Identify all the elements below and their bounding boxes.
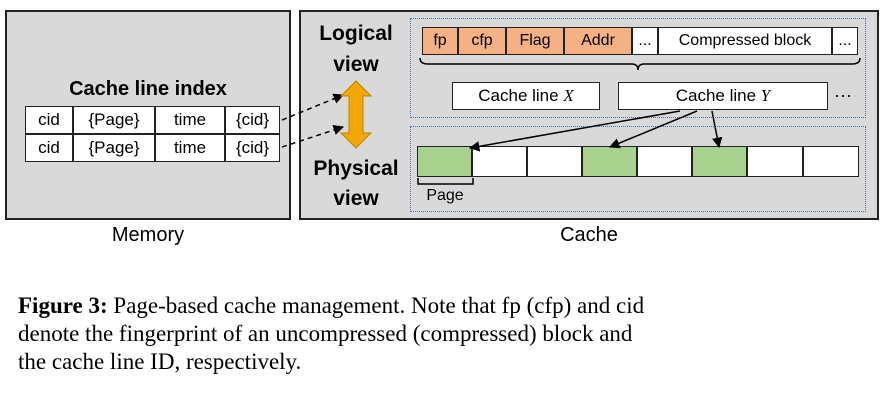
- compressed-block-field: Compressed block: [658, 27, 832, 55]
- fp-field: fp: [422, 27, 458, 55]
- cfp-field: cfp: [458, 27, 506, 55]
- page-cell: {Page}: [73, 106, 155, 134]
- caption-label: Figure 3:: [18, 293, 108, 318]
- addr-field: Addr: [564, 27, 632, 55]
- time-cell: time: [155, 106, 225, 134]
- flag-field: Flag: [506, 27, 564, 55]
- page-label: Page: [426, 187, 464, 204]
- cid-cell: cid: [25, 134, 73, 162]
- page-cell: {Page}: [73, 134, 155, 162]
- figure-caption: Figure 3: Page-based cache management. N…: [18, 292, 878, 376]
- page-bracket: [417, 178, 474, 185]
- cache-label: Cache: [560, 223, 618, 246]
- page-slot-filled: [417, 146, 472, 177]
- cache-line-x-box: Cache line X: [452, 82, 600, 110]
- cache-line-x-var: X: [563, 86, 574, 105]
- diagram-connectors: [281, 57, 861, 185]
- page-pointer-arrow: [468, 110, 681, 152]
- physical-view-line1: Physical: [313, 157, 399, 180]
- cid-set-cell: {cid}: [225, 106, 280, 134]
- caption-text-2: denote the fingerprint of an uncompresse…: [18, 321, 633, 346]
- dashed-arrow: [281, 124, 344, 148]
- cid-cell: cid: [25, 106, 73, 134]
- logical-view-region: [410, 18, 866, 118]
- page-slot: [527, 146, 582, 177]
- cid-set-cell: {cid}: [225, 134, 280, 162]
- page-pointer-arrow: [609, 110, 698, 149]
- physical-view-line2: view: [333, 187, 379, 210]
- caption-text-3: the cache line ID, respectively.: [18, 349, 302, 374]
- header-ellipsis: ...: [632, 27, 658, 55]
- physical-view-region: [410, 126, 866, 212]
- view-mapping-arrow: [339, 80, 373, 149]
- page-slot: [637, 146, 692, 177]
- page-slot: [747, 146, 803, 177]
- page-slot: [472, 146, 527, 177]
- cache-line-index-title: Cache line index: [69, 77, 227, 100]
- logical-view-line2: view: [333, 53, 379, 76]
- cache-line-y-var: Y: [760, 86, 771, 105]
- page-slot-filled: [692, 146, 747, 177]
- cache-line-x-text: Cache line: [478, 86, 559, 105]
- cache-line-y-box: Cache line Y: [618, 82, 828, 110]
- time-cell: time: [155, 134, 225, 162]
- logical-view-line1: Logical: [319, 22, 393, 45]
- caption-text-1: Page-based cache management. Note that f…: [113, 293, 645, 318]
- caption-line-1: Figure 3: Page-based cache management. N…: [18, 292, 878, 320]
- cache-line-index-table: cid {Page} time {cid} cid {Page} time {c…: [25, 106, 280, 162]
- trailing-ellipsis: ...: [832, 27, 858, 55]
- page-pointer-arrow: [711, 110, 723, 149]
- header-brace: [419, 57, 861, 71]
- dashed-arrow: [281, 93, 344, 121]
- page-slot-row: [417, 146, 859, 177]
- more-cache-lines: ···: [834, 84, 852, 105]
- memory-label: Memory: [111, 223, 185, 246]
- cache-line-y-text: Cache line: [675, 86, 757, 105]
- page-slot: [803, 146, 859, 177]
